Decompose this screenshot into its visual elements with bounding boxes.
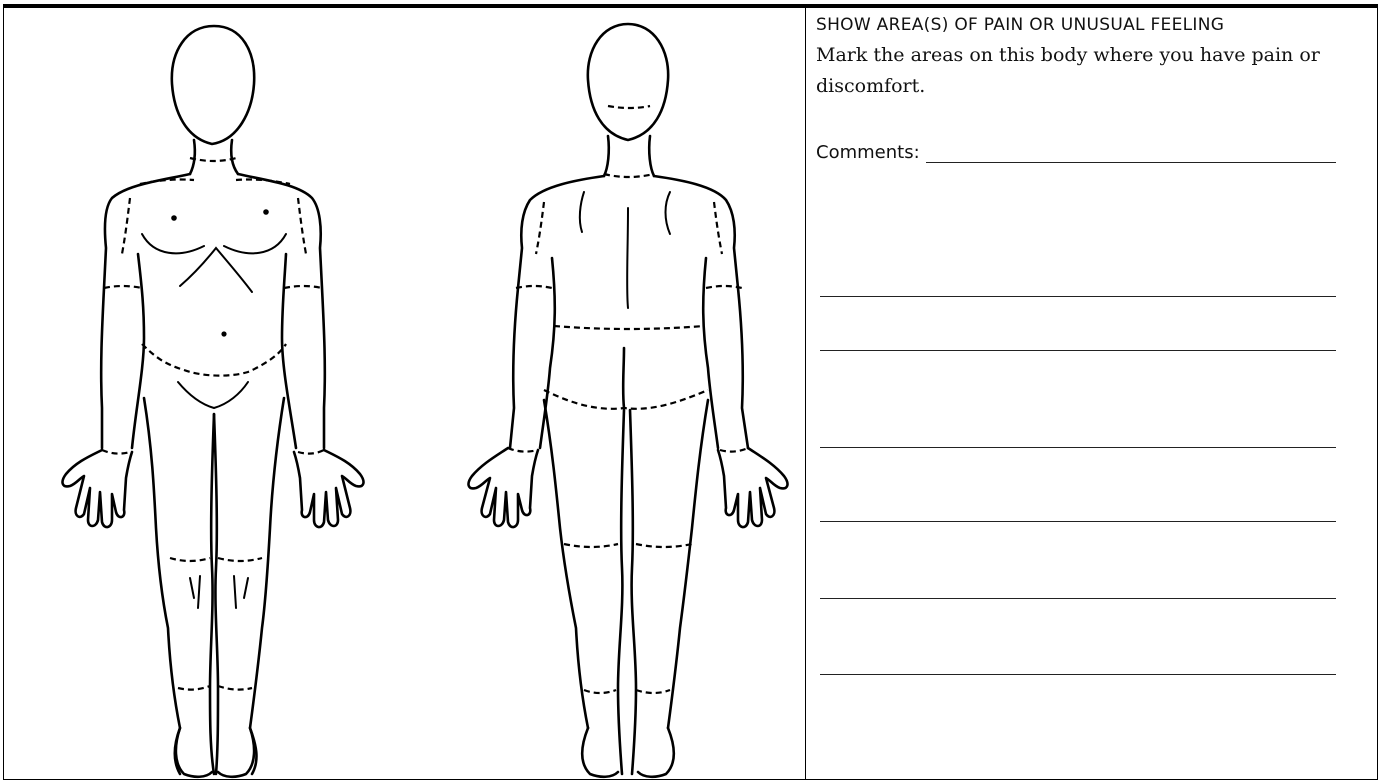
body-front-outline-icon[interactable] [63, 26, 364, 777]
form-heading: SHOW AREA(S) OF PAIN OR UNUSUAL FEELING [816, 10, 1286, 40]
body-diagram-panel [4, 8, 806, 779]
instructions-text: Mark the areas on this body where you ha… [816, 40, 1346, 102]
comment-line-3[interactable] [820, 447, 1336, 448]
comment-line-1[interactable] [820, 296, 1336, 297]
comments-label: Comments: [816, 142, 920, 163]
comment-line-2[interactable] [820, 350, 1336, 351]
comments-input-line[interactable] [926, 142, 1336, 163]
body-diagrams [4, 8, 804, 779]
body-back-outline-icon[interactable] [469, 24, 788, 777]
comment-line-6[interactable] [820, 674, 1336, 675]
comment-line-4[interactable] [820, 521, 1336, 522]
comment-line-5[interactable] [820, 598, 1336, 599]
comments-field[interactable]: Comments: [816, 142, 1336, 163]
pain-diagram-form: SHOW AREA(S) OF PAIN OR UNUSUAL FEELING … [3, 4, 1378, 780]
form-panel: SHOW AREA(S) OF PAIN OR UNUSUAL FEELING … [806, 8, 1377, 779]
